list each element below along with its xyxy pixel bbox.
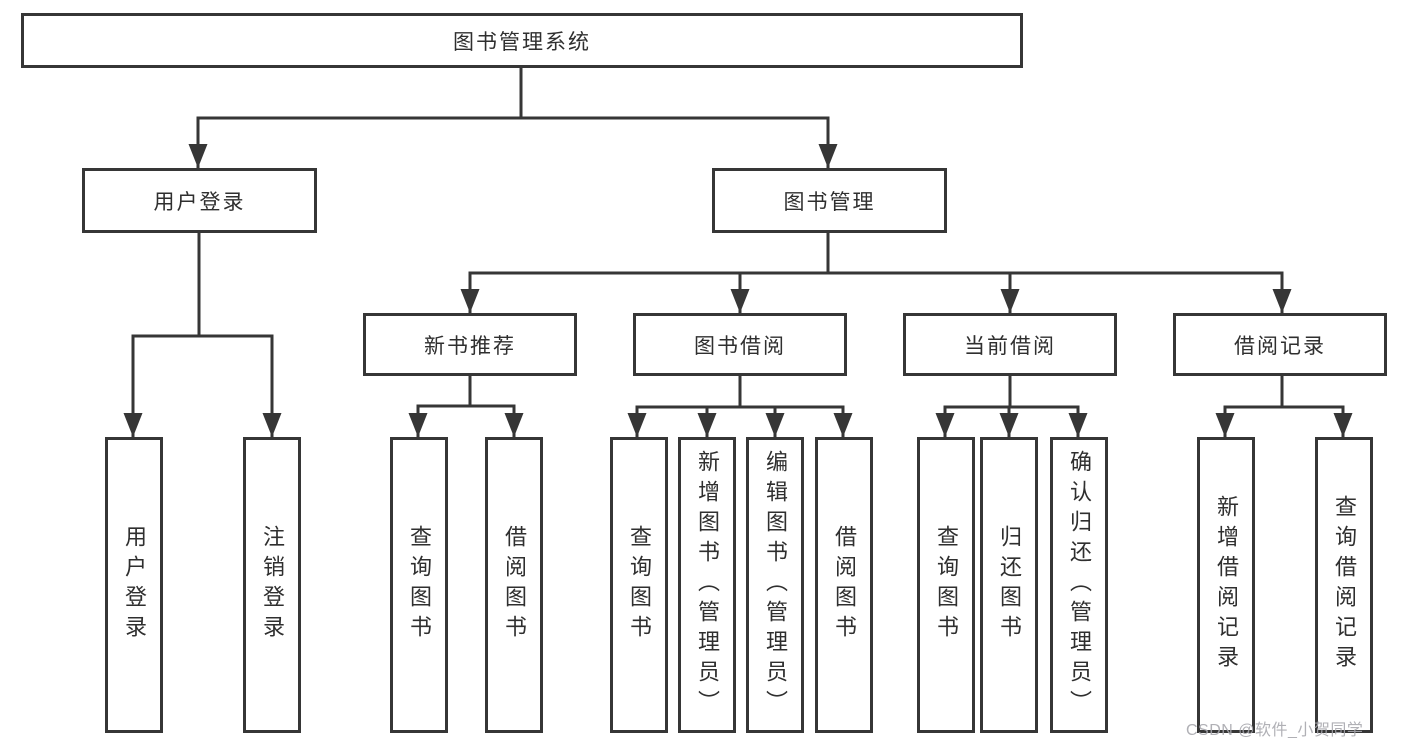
node-label: 用户登录 <box>122 525 147 645</box>
node-label: 借阅记录 <box>1234 334 1326 358</box>
node-label: 当前借阅 <box>964 334 1056 358</box>
leaf-borrow-books-borrowing: 借阅图书 <box>815 437 873 733</box>
node-book-borrowing: 图书借阅 <box>633 313 847 376</box>
node-user-login: 用户登录 <box>82 168 317 233</box>
node-label: 确认归还（管理员） <box>1067 450 1092 720</box>
node-label: 查询图书 <box>407 525 432 645</box>
leaf-query-books-borrowing: 查询图书 <box>610 437 668 733</box>
node-label: 注销登录 <box>260 525 285 645</box>
node-label: 查询图书 <box>934 525 959 645</box>
node-label: 图书管理系统 <box>453 30 591 54</box>
watermark-text: CSDN @软件_小贺同学 <box>1186 722 1364 739</box>
node-label: 借阅图书 <box>832 525 857 645</box>
node-label: 归还图书 <box>997 525 1022 645</box>
node-label: 查询借阅记录 <box>1332 495 1357 675</box>
node-label: 图书管理 <box>783 190 876 214</box>
leaf-user-login: 用户登录 <box>105 437 163 733</box>
leaf-edit-book-admin: 编辑图书（管理员） <box>746 437 804 733</box>
node-label: 新增借阅记录 <box>1214 495 1239 675</box>
node-current-borrowing: 当前借阅 <box>903 313 1117 376</box>
leaf-borrow-books-recommend: 借阅图书 <box>485 437 543 733</box>
leaf-query-books-current: 查询图书 <box>917 437 975 733</box>
node-new-book-recommendation: 新书推荐 <box>363 313 577 376</box>
node-borrowing-records: 借阅记录 <box>1173 313 1387 376</box>
leaf-logout: 注销登录 <box>243 437 301 733</box>
node-label: 用户登录 <box>153 190 246 214</box>
leaf-confirm-return-admin: 确认归还（管理员） <box>1050 437 1108 733</box>
node-book-management: 图书管理 <box>712 168 947 233</box>
node-library-management-system: 图书管理系统 <box>21 13 1023 68</box>
leaf-query-books-recommend: 查询图书 <box>390 437 448 733</box>
leaf-query-borrow-record: 查询借阅记录 <box>1315 437 1373 733</box>
node-label: 借阅图书 <box>502 525 527 645</box>
leaf-add-book-admin: 新增图书（管理员） <box>678 437 736 733</box>
leaf-return-books: 归还图书 <box>980 437 1038 733</box>
node-label: 新书推荐 <box>424 334 516 358</box>
node-label: 图书借阅 <box>694 334 786 358</box>
node-label: 编辑图书（管理员） <box>763 450 788 720</box>
leaf-add-borrow-record: 新增借阅记录 <box>1197 437 1255 733</box>
node-label: 新增图书（管理员） <box>695 450 720 720</box>
node-label: 查询图书 <box>627 525 652 645</box>
